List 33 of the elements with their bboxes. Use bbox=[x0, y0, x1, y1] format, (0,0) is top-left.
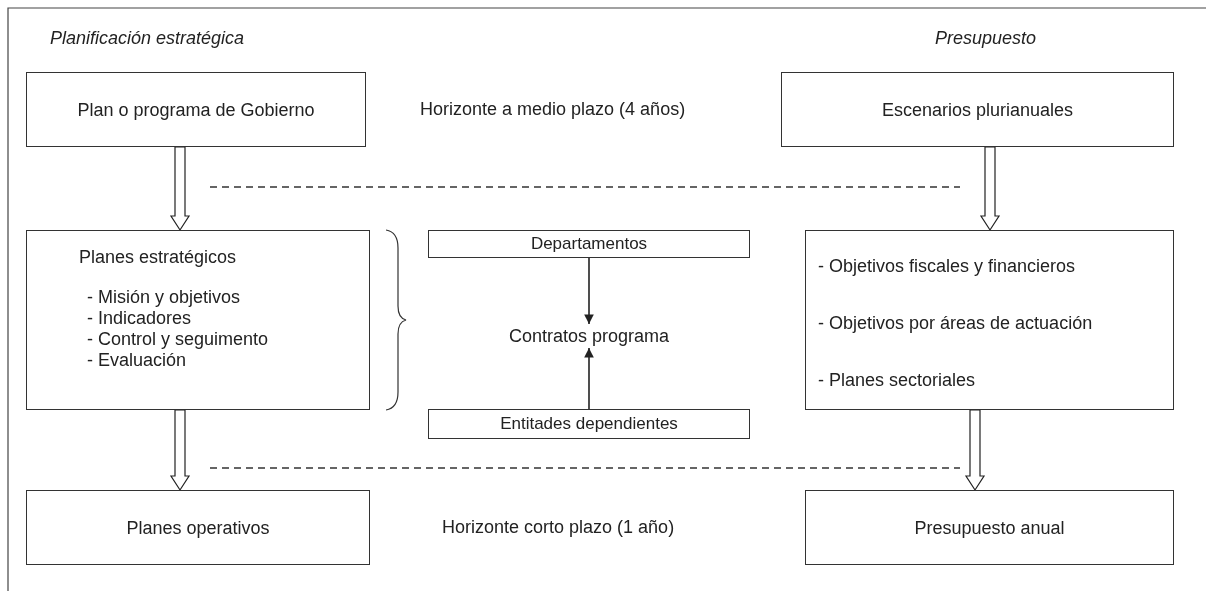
hollow-arrow bbox=[169, 146, 191, 232]
horizon-label: Horizonte corto plazo (1 año) bbox=[442, 517, 675, 538]
process-box bbox=[26, 230, 370, 410]
process-box bbox=[428, 409, 750, 439]
list-item: - Objetivos fiscales y financieros bbox=[818, 255, 1076, 277]
list-item: - Evaluación bbox=[87, 350, 187, 371]
process-box bbox=[781, 72, 1174, 147]
process-box bbox=[805, 230, 1174, 410]
list-item: - Misión y objetivos bbox=[87, 287, 241, 308]
node-label: Planes operativos bbox=[126, 516, 270, 539]
hollow-arrow bbox=[979, 146, 1001, 232]
node-label: Entitades dependientes bbox=[500, 413, 678, 435]
node-label: Plan o programa de Gobierno bbox=[77, 98, 315, 121]
column-heading: Presupuesto bbox=[935, 28, 1037, 49]
list-item: - Objetivos por áreas de actuación bbox=[818, 312, 1093, 334]
horizon-label: Horizonte a medio plazo (4 años) bbox=[420, 99, 686, 120]
arrow bbox=[584, 257, 594, 325]
column-heading: Planificación estratégica bbox=[50, 28, 245, 49]
node-label: Escenarios plurianuales bbox=[881, 98, 1074, 121]
hollow-arrow bbox=[964, 409, 986, 492]
list-item: - Control y seguimento bbox=[87, 329, 269, 350]
node-label: Contratos programa bbox=[508, 325, 670, 347]
hollow-arrow bbox=[169, 409, 191, 492]
list-item: - Planes sectoriales bbox=[818, 369, 976, 391]
process-box bbox=[805, 490, 1174, 565]
process-box bbox=[428, 230, 750, 258]
node-label: Presupuesto anual bbox=[914, 516, 1065, 539]
node-label: Departamentos bbox=[530, 233, 648, 255]
process-box bbox=[26, 490, 370, 565]
box-heading: Planes estratégicos bbox=[79, 247, 237, 268]
process-box bbox=[26, 72, 366, 147]
arrow bbox=[584, 347, 594, 410]
list-item: - Indicadores bbox=[87, 308, 192, 329]
